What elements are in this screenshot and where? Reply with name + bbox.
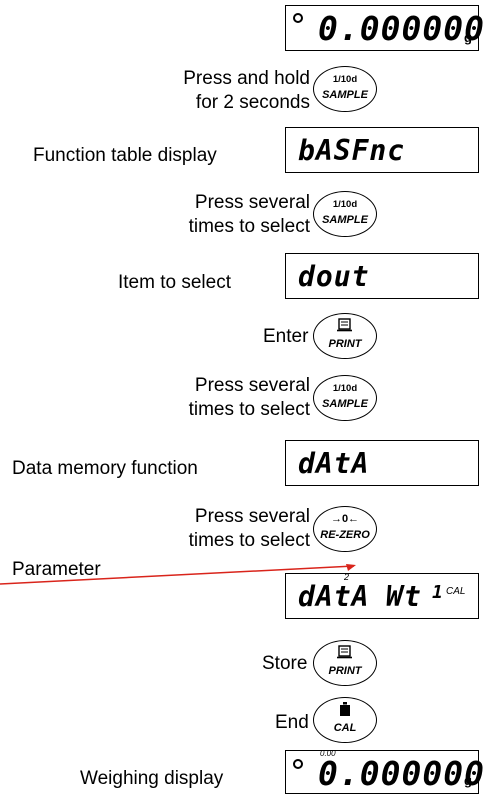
rezero-button[interactable]: →0←RE-ZERO bbox=[313, 506, 377, 552]
label-function-table: Function table display bbox=[33, 145, 217, 166]
print-button[interactable]: PRINT bbox=[313, 313, 377, 359]
display-value: dAtA bbox=[298, 580, 370, 613]
display-sub-readout: 0.00 bbox=[320, 749, 336, 758]
label-data-memory: Data memory function bbox=[12, 458, 198, 479]
display-value: bASFnc bbox=[298, 134, 406, 167]
display-value: 0.000000 bbox=[318, 754, 485, 793]
display-data-memory: dAtA bbox=[285, 440, 479, 486]
printer-icon bbox=[314, 645, 376, 664]
weight-icon bbox=[314, 702, 376, 721]
display-unit: g bbox=[464, 773, 472, 788]
label-weighing: Weighing display bbox=[80, 768, 224, 789]
display-cal-label: CAL bbox=[446, 586, 466, 597]
display-value: dout bbox=[298, 260, 370, 293]
cal-button[interactable]: CAL bbox=[313, 697, 377, 743]
display-function-table: bASFnc bbox=[285, 127, 479, 173]
display-start: 0.000000 g bbox=[285, 5, 484, 51]
display-parameter: 2 dAtA Wt 1 CAL bbox=[285, 572, 479, 619]
display-value: dAtA bbox=[298, 447, 370, 480]
printer-icon bbox=[314, 318, 376, 337]
label-store: Store bbox=[262, 653, 308, 674]
display-item: dout bbox=[285, 253, 479, 299]
label-end: End bbox=[275, 712, 309, 733]
display-value: 0.000000 bbox=[318, 9, 485, 48]
display-unit: g bbox=[464, 30, 472, 45]
display-digit: 1 bbox=[432, 582, 444, 603]
display-extra: Wt bbox=[386, 580, 422, 613]
label-parameter: Parameter bbox=[12, 559, 101, 580]
parameter-arrow bbox=[0, 564, 356, 585]
label-enter: Enter bbox=[263, 326, 309, 347]
print-button-2[interactable]: PRINT bbox=[313, 640, 377, 686]
display-end: 0.00 0.000000 g bbox=[285, 749, 484, 794]
display-sub-digit: 2 bbox=[344, 572, 350, 582]
stable-indicator-icon bbox=[293, 13, 303, 23]
label-item: Item to select bbox=[118, 272, 231, 293]
stable-indicator-icon bbox=[293, 759, 303, 769]
